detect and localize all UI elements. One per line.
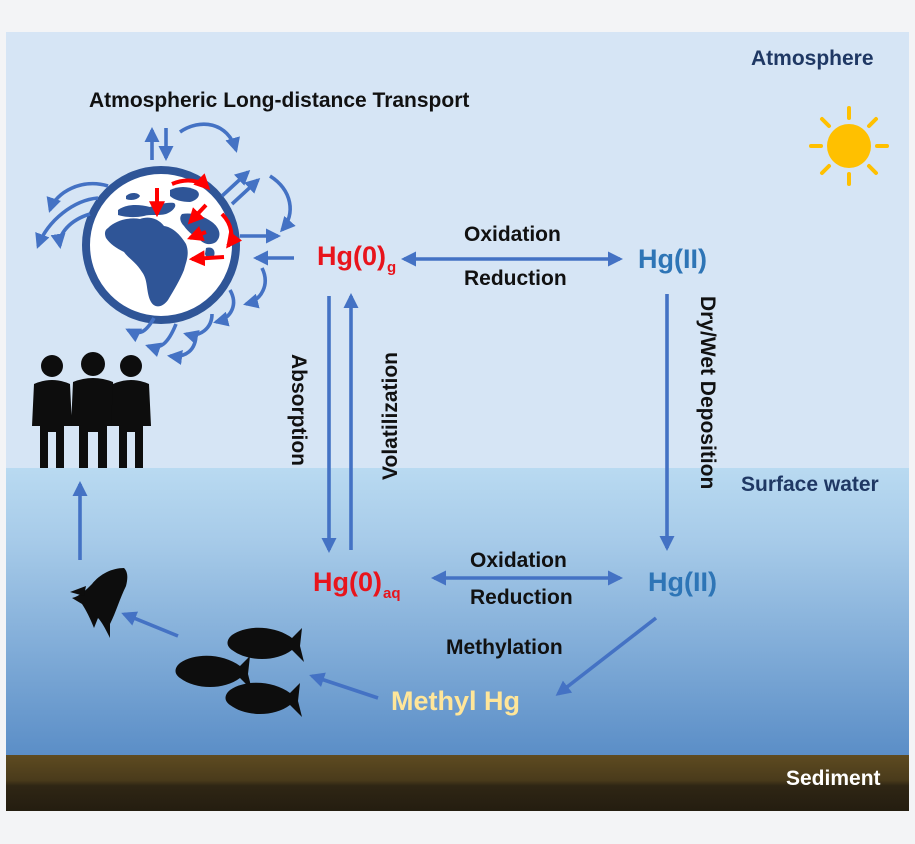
surface-water-zone (6, 468, 909, 755)
red-transport-arrows (149, 173, 243, 267)
surface-water-label: Surface water (741, 473, 879, 496)
hg0-aq-subscript: aq (383, 585, 401, 602)
transport-title: Atmospheric Long-distance Transport (89, 89, 470, 112)
hg0-aq-species: Hg(0)aq (313, 567, 401, 602)
sediment-label: Sediment (786, 767, 881, 790)
process-arrows (72, 251, 675, 700)
hg2-water-species: Hg(II) (648, 567, 717, 597)
reduction-water-label: Reduction (470, 586, 573, 609)
reduction-air-label: Reduction (464, 267, 567, 290)
hg0-aq-main: Hg(0) (313, 567, 382, 597)
circulation-arrows (35, 122, 296, 365)
sediment-zone (6, 755, 909, 811)
deposition-label: Dry/Wet Deposition (696, 296, 719, 490)
oxidation-air-label: Oxidation (464, 223, 561, 246)
methyl-hg-species: Methyl Hg (391, 686, 521, 716)
methylation-label: Methylation (446, 636, 563, 659)
sun-icon (809, 106, 889, 186)
volatilization-label: Volatilization (379, 352, 402, 480)
hg0-gas-main: Hg(0) (317, 241, 386, 271)
atmosphere-label: Atmosphere (751, 47, 874, 70)
globe-icon (82, 166, 240, 324)
fish-icon (175, 627, 304, 717)
oxidation-water-label: Oxidation (470, 549, 567, 572)
shark-icon (70, 568, 128, 638)
absorption-label: Absorption (287, 354, 310, 466)
hg0-gas-subscript: g (387, 259, 397, 276)
people-icon (32, 352, 151, 468)
hg0-gas-species: Hg(0)g (317, 241, 396, 276)
hg2-atmosphere-species: Hg(II) (638, 244, 707, 274)
